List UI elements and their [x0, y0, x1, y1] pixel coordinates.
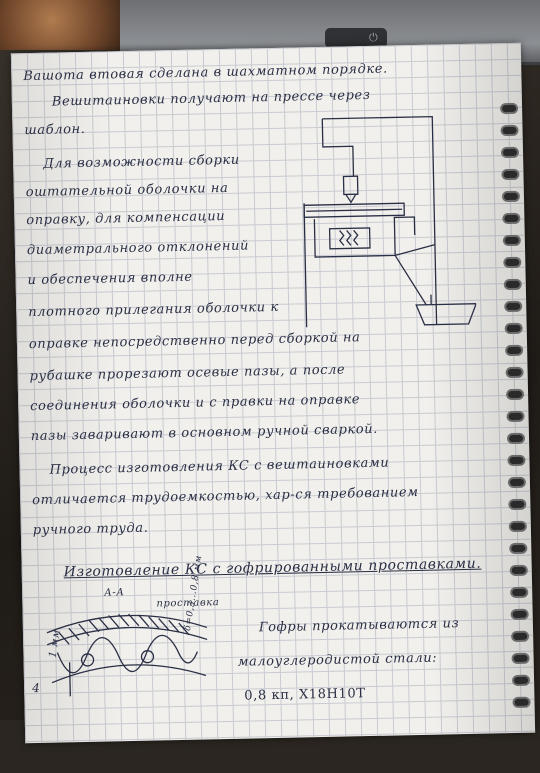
- note-line: шаблон.: [24, 122, 85, 138]
- press-diagram: [282, 104, 477, 338]
- section-label: А-А: [104, 587, 125, 598]
- note-line: ручного труда.: [33, 521, 149, 538]
- item-number: 4: [32, 681, 41, 695]
- side-note-line: 0,8 кп, Х18Н10Т: [244, 686, 366, 704]
- notebook-page: Вашота втовая сделана в шахматном порядк…: [11, 43, 535, 744]
- candy-wrapper: [0, 0, 130, 50]
- power-icon: ⏻: [369, 31, 378, 45]
